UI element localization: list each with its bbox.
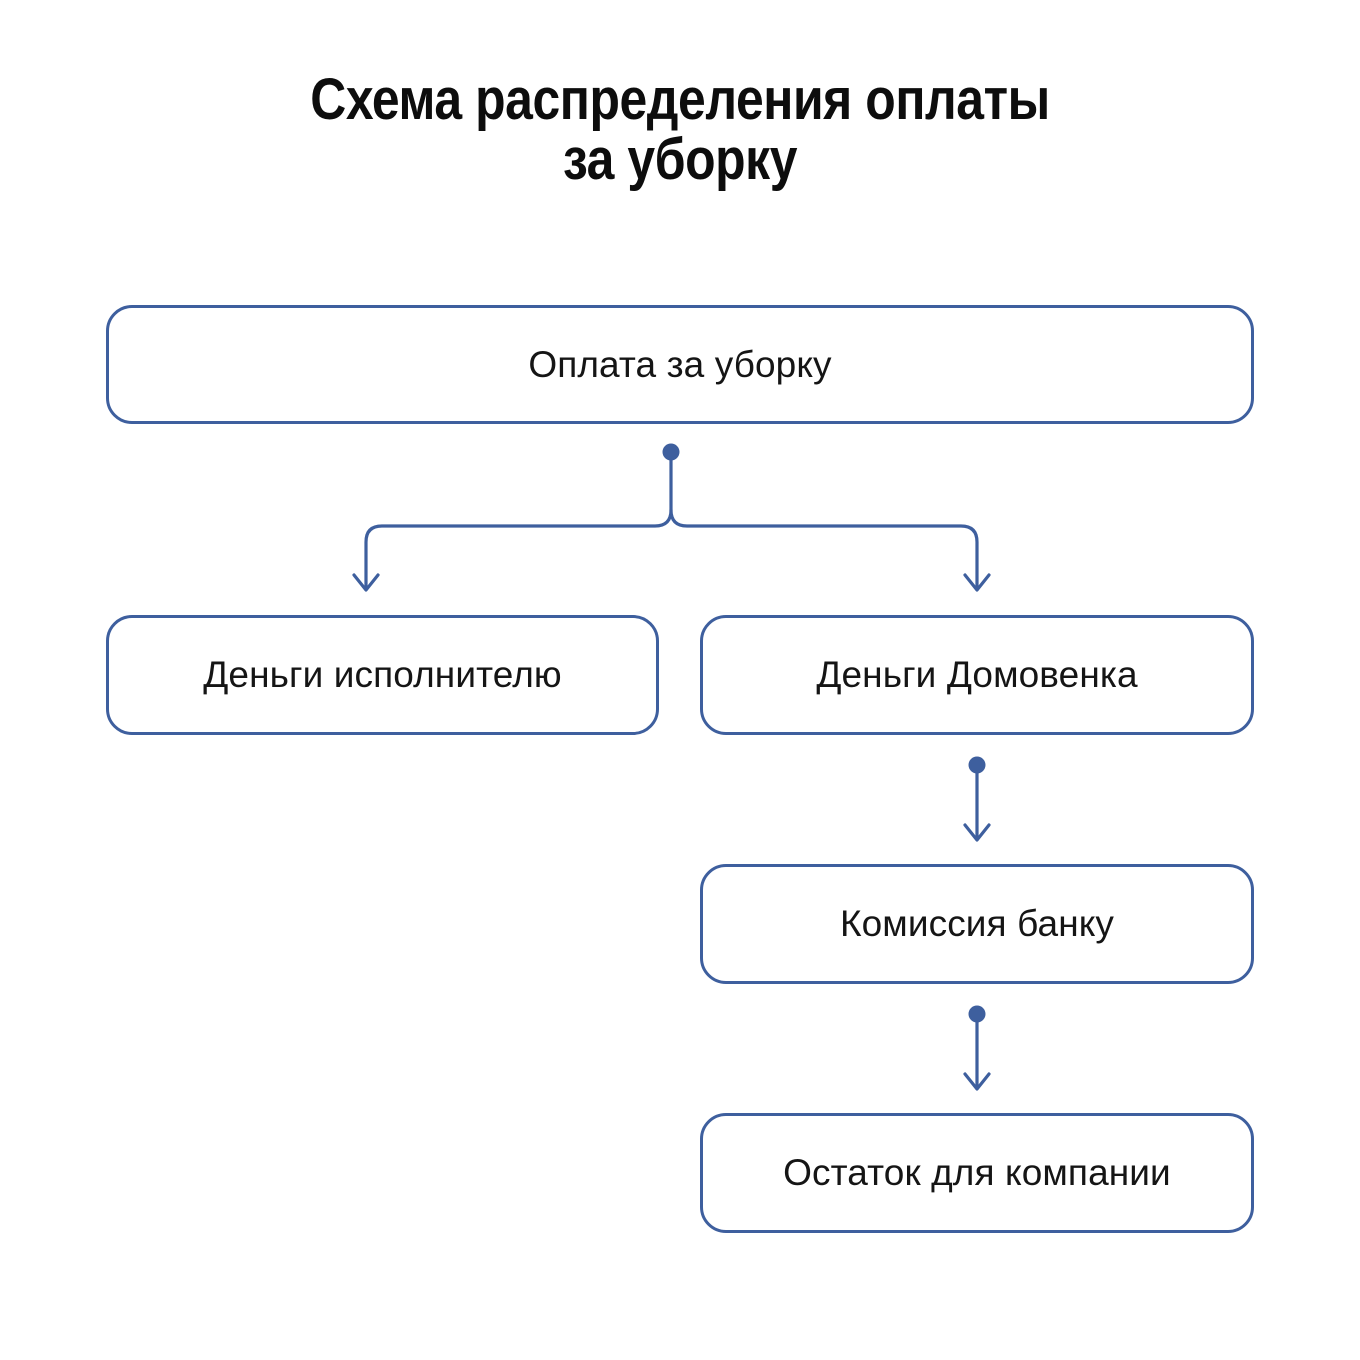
arrowhead-to-bankfee	[963, 823, 991, 842]
node-payment[interactable]: Оплата за уборку	[106, 305, 1254, 424]
source-dot-bankfee	[968, 1005, 986, 1023]
arrowhead-to-remainder	[963, 1072, 991, 1091]
node-domovenok[interactable]: Деньги Домовенка	[700, 615, 1254, 735]
node-remainder[interactable]: Остаток для компании	[700, 1113, 1254, 1233]
node-payment-label: Оплата за уборку	[528, 343, 832, 385]
edge-payment-split	[364, 450, 673, 590]
node-worker[interactable]: Деньги исполнителю	[106, 615, 659, 735]
node-domovenok-label: Деньги Домовенка	[816, 654, 1138, 695]
page-title: Схема распределения оплаты за уборку	[310, 67, 1050, 192]
node-worker-label: Деньги исполнителю	[203, 654, 562, 695]
node-bank-fee-label: Комиссия банку	[839, 903, 1115, 944]
node-remainder-label: Остаток для компании	[783, 1152, 1171, 1193]
source-dot-payment	[662, 443, 680, 461]
node-bank-fee[interactable]: Комиссия банку	[700, 864, 1254, 984]
arrowhead-to-worker	[352, 573, 380, 592]
arrowhead-to-domovenok	[963, 573, 991, 592]
edge-payment-split-right	[669, 508, 979, 590]
source-dot-domovenok	[968, 756, 986, 774]
